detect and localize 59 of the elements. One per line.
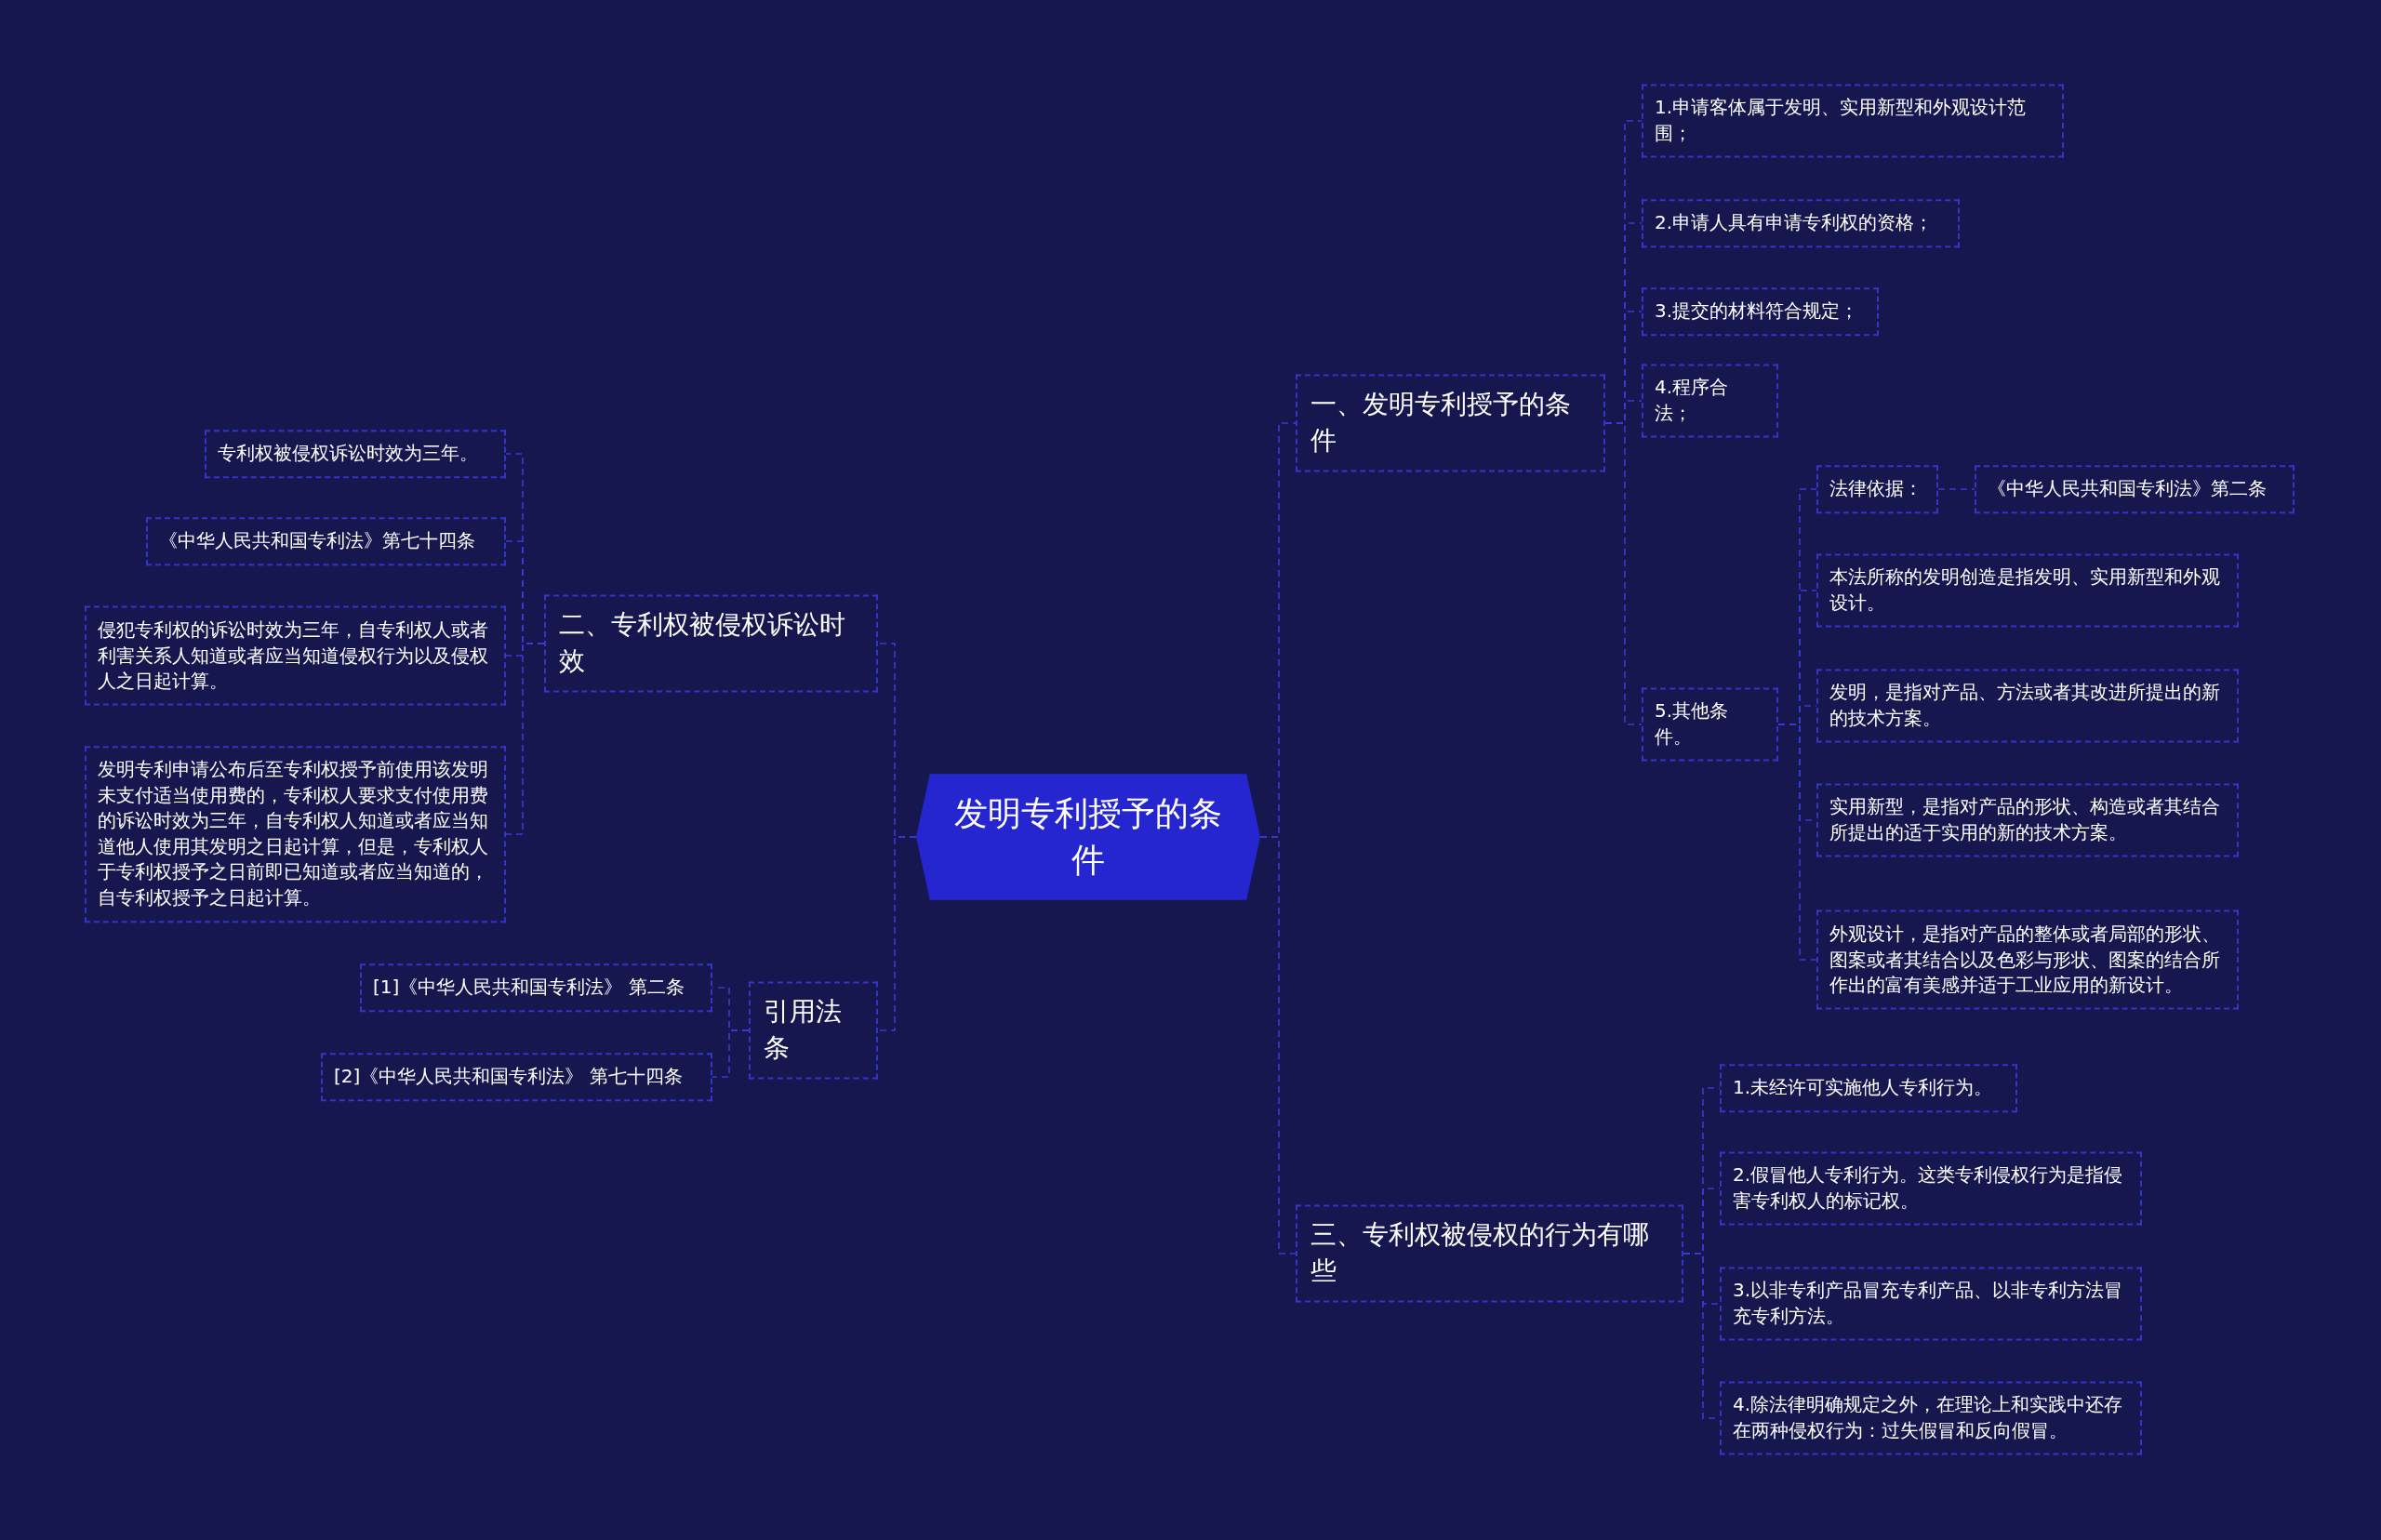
subtopic-box bbox=[85, 746, 506, 923]
subtopic-box bbox=[1816, 465, 1938, 513]
subtopic-box bbox=[1816, 909, 2239, 1010]
node-text: 发明专利申请公布后至专利权授予前使用该发明未支付适当使用费的，专利权人要求支付使用费的诉讼时效为三年，自专利权人知道或者应当知道他人使用其发明之日起计算，但是，专利权人于专利权授予之日前即已知道或者应当知道的，自专利权授予之日起计算。 bbox=[98, 757, 489, 911]
node-text: 3.提交的材料符合规定； bbox=[1655, 299, 1860, 325]
node-text: 二、专利权被侵权诉讼时效 bbox=[559, 608, 846, 678]
connector-line bbox=[1777, 724, 1817, 961]
node-text: 外观设计，是指对产品的整体或者局部的形状、图案或者其结合以及色彩与形状、图案的结合所作出的富有美感并适于工业应用的新设计。 bbox=[1829, 921, 2221, 998]
node-text: 3.以非专利产品冒充专利产品、以非专利方法冒充专利方法。 bbox=[1733, 1278, 2124, 1329]
topic-box bbox=[1296, 1204, 1683, 1303]
connector-line bbox=[1259, 836, 1297, 1255]
connector-line bbox=[1937, 488, 1975, 490]
node-text: 4.除法律明确规定之外，在理论上和实践中还存在两种侵权行为：过失假冒和反向假冒。 bbox=[1733, 1392, 2124, 1443]
subtopic-box bbox=[1816, 553, 2239, 628]
node-text: 1.未经许可实施他人专利行为。 bbox=[1733, 1075, 1994, 1101]
node-text: 专利权被侵权诉讼时效为三年。 bbox=[218, 441, 479, 467]
subtopic-box bbox=[1642, 287, 1879, 336]
node-text: [1]《中华人民共和国专利法》 第二条 bbox=[373, 975, 685, 1001]
node-text: 一、发明专利授予的条件 bbox=[1310, 388, 1572, 458]
subtopic-box bbox=[205, 430, 506, 478]
subtopic-box bbox=[1720, 1267, 2142, 1341]
node-text: 《中华人民共和国专利法》第二条 bbox=[1988, 476, 2268, 502]
node-text: 实用新型，是指对产品的形状、构造或者其结合所提出的适于实用的新的技术方案。 bbox=[1829, 794, 2221, 845]
node-text: 法律依据： bbox=[1829, 476, 1923, 502]
subtopic-box bbox=[321, 1053, 712, 1101]
node-text: 《中华人民共和国专利法》第七十四条 bbox=[159, 528, 476, 554]
subtopic-box bbox=[1642, 199, 1960, 247]
node-text: 发明专利授予的条件 bbox=[953, 793, 1223, 881]
subtopic-box bbox=[1720, 1151, 2142, 1226]
subtopic-box bbox=[1816, 783, 2239, 857]
node-text: 2.申请人具有申请专利权的资格； bbox=[1655, 210, 1935, 236]
node-text: 三、专利权被侵权的行为有哪些 bbox=[1310, 1218, 1650, 1288]
node-text: 1.申请客体属于发明、实用新型和外观设计范围； bbox=[1655, 95, 2028, 146]
subtopic-box bbox=[1720, 1381, 2142, 1455]
connector-line bbox=[1604, 422, 1643, 725]
connector-line bbox=[877, 836, 917, 1031]
node-text: 4.程序合法； bbox=[1655, 375, 1730, 426]
connector-line bbox=[712, 1029, 750, 1078]
node-text: [2]《中华人民共和国专利法》 第七十四条 bbox=[334, 1064, 684, 1090]
topic-box bbox=[749, 981, 878, 1080]
topic-box bbox=[544, 594, 878, 693]
node-text: 本法所称的发明创造是指发明、实用新型和外观设计。 bbox=[1829, 564, 2221, 616]
central-topic bbox=[916, 774, 1260, 900]
subtopic-box bbox=[1816, 669, 2239, 743]
topic-box bbox=[1296, 374, 1605, 472]
node-text: 引用法条 bbox=[764, 995, 843, 1065]
node-text: 2.假冒他人专利行为。这类专利侵权行为是指侵害专利权人的标记权。 bbox=[1733, 1162, 2124, 1214]
subtopic-box bbox=[1975, 465, 2295, 513]
subtopic-box bbox=[1720, 1064, 2017, 1112]
subtopic-box bbox=[1642, 364, 1778, 438]
subtopic-box bbox=[85, 605, 506, 706]
node-text: 发明，是指对产品、方法或者其改进所提出的新的技术方案。 bbox=[1829, 680, 2221, 731]
connector-line bbox=[505, 643, 545, 835]
subtopic-box bbox=[360, 963, 712, 1012]
node-text: 5.其他条件。 bbox=[1655, 698, 1730, 750]
node-text: 侵犯专利权的诉讼时效为三年，自专利权人或者利害关系人知道或者应当知道侵权行为以及侵权人之日起计算。 bbox=[98, 617, 489, 694]
subtopic-box bbox=[1642, 687, 1778, 762]
subtopic-box bbox=[146, 517, 506, 565]
subtopic-box bbox=[1642, 84, 2064, 158]
